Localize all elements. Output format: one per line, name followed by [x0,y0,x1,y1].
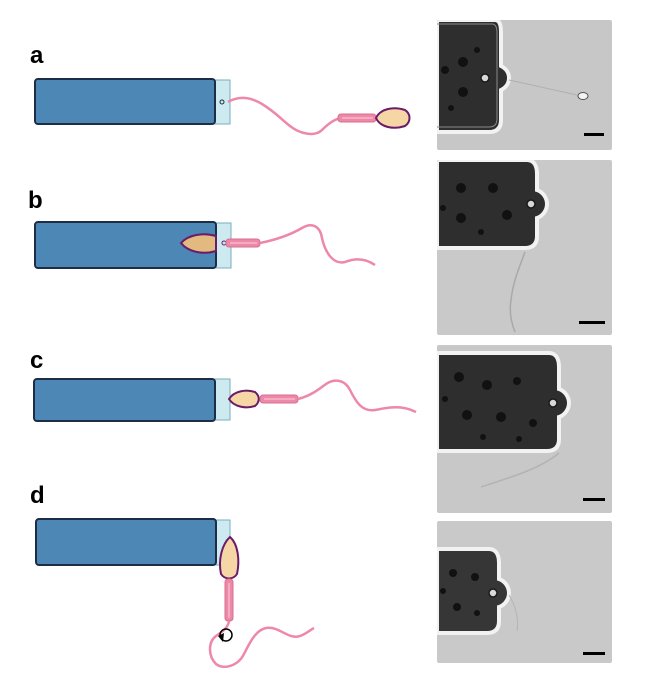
panel-label-a: a [30,42,44,69]
sperm-tail [227,96,351,136]
sperm-tail [259,224,376,267]
rotation-arrow-icon [218,633,224,642]
pipette-body [35,518,217,566]
sperm-tail-trace [508,594,518,632]
sperm-head [179,233,217,254]
pipette-tip [214,378,231,421]
pipette-tip [214,79,231,125]
sperm-tail-trace [509,251,526,333]
sperm-tail-trace [508,79,578,96]
panel-label-c: c [30,347,44,374]
scale-bar [583,652,605,655]
panel-d-schematic [35,518,315,668]
micrograph-b [437,160,612,335]
schematic-diagrams [33,78,417,668]
pipette-opening [219,99,225,105]
sperm-tail-trace [480,452,560,488]
sperm-head [577,92,589,100]
panel-label-d: d [30,482,45,509]
sperm-tail [208,620,315,668]
panel-b-schematic [34,221,376,269]
sperm-tail [297,379,417,414]
pipette-body [34,78,216,125]
sperm-head [227,389,260,409]
scale-bar [579,321,605,324]
micrograph-c [437,345,612,513]
sperm-head [374,107,411,129]
pipette-body [33,378,216,422]
panel-label-b: b [28,187,43,214]
scale-bar [583,498,605,501]
scale-bar [584,133,604,136]
panel-a-schematic [34,78,411,136]
micrograph-a [437,20,612,150]
micrograph-d [437,521,612,663]
panel-c-schematic [33,378,417,422]
